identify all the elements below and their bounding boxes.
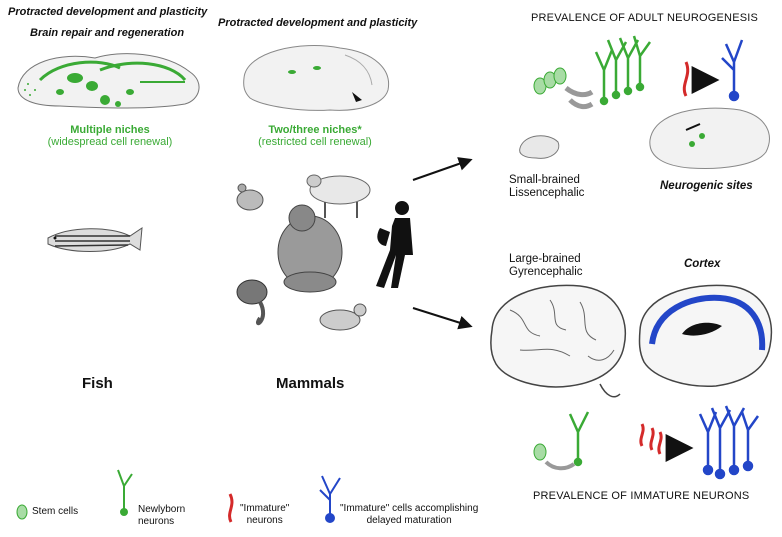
legend-immature-neuron-icon xyxy=(228,493,234,523)
marmoset-icon xyxy=(236,279,268,326)
mammal-brain-icon xyxy=(243,45,390,111)
legend-stem-cells: Stem cells xyxy=(32,506,79,517)
immature-neurons-title: PREVALENCE OF IMMATURE NEURONS xyxy=(533,490,750,502)
legend-newlyborn-line1: Newlyborn xyxy=(138,504,186,515)
arrow-to-small-brain xyxy=(412,157,473,181)
mammals-label: Mammals xyxy=(276,375,345,392)
mammal-niches-title: Two/three niches* xyxy=(268,124,362,136)
legend-immature-line2: neurons xyxy=(246,515,283,526)
cortex-brain-icon xyxy=(638,284,772,387)
arrow-to-large-brain xyxy=(412,307,473,330)
legend-newlyborn: Newlyborn neurons xyxy=(138,504,185,528)
cortex-label: Cortex xyxy=(684,258,721,270)
bottom-newlyborn-neuron-icon xyxy=(568,411,590,467)
blue-neuron-icon xyxy=(721,39,744,102)
legend-stem-cell-icon xyxy=(16,504,28,520)
gray-arrow-icon xyxy=(568,98,594,110)
neurogenic-sites-brain-icon xyxy=(649,107,770,169)
neurogenic-sites-label: Neurogenic sites xyxy=(660,180,753,192)
mouse-icon xyxy=(236,183,264,211)
small-brain-line1: Small-brained xyxy=(509,174,580,186)
legend-delayed-line2: delayed maturation xyxy=(366,515,452,526)
newlyborn-neurons-icon xyxy=(594,35,652,106)
large-brain-label: Large-brained Gyrencephalic xyxy=(509,253,583,279)
small-brain-icon xyxy=(519,135,560,159)
small-brain-label: Small-brained Lissencephalic xyxy=(509,174,584,200)
adult-neurogenesis-title: PREVALENCE OF ADULT NEUROGENESIS xyxy=(531,12,759,24)
bottom-immature-neurons-icon xyxy=(639,423,663,455)
chimpanzee-icon xyxy=(277,204,343,293)
immature-neuron-icon xyxy=(682,61,690,97)
legend-delayed-line1: "Immature" cells accomplishing xyxy=(340,503,479,514)
legend-newlyborn-line2: neurons xyxy=(138,516,175,527)
zebrafish-icon xyxy=(47,227,143,252)
mammal-heading: Protracted development and plasticity xyxy=(218,17,418,29)
legend-delayed-maturation-icon xyxy=(319,475,341,523)
bottom-matured-neurons-icon xyxy=(698,405,760,480)
fish-heading: Protracted development and plasticity xyxy=(8,6,208,18)
stem-cells-cluster-icon xyxy=(533,67,567,95)
legend-delayed: "Immature" cells accomplishing delayed m… xyxy=(340,503,478,527)
fish-brain-icon xyxy=(17,53,200,109)
large-brain-line1: Large-brained xyxy=(509,253,581,265)
legend-newlyborn-neuron-icon xyxy=(117,469,133,516)
legend-immature-line1: "Immature" xyxy=(240,503,290,514)
mammal-niches: Two/three niches* (restricted cell renew… xyxy=(235,124,395,148)
fish-subheading: Brain repair and regeneration xyxy=(30,27,185,39)
mammal-niches-sub: (restricted cell renewal) xyxy=(258,136,372,148)
large-brain-line2: Gyrencephalic xyxy=(509,266,583,278)
cat-icon xyxy=(319,303,367,331)
fish-niches-title: Multiple niches xyxy=(70,124,150,136)
fish-niches: Multiple niches (widespread cell renewal… xyxy=(30,124,190,148)
sheep-icon xyxy=(306,174,371,218)
bottom-stem-cell-icon xyxy=(533,443,576,471)
large-brain-icon xyxy=(490,284,626,398)
fish-niches-sub: (widespread cell renewal) xyxy=(47,136,173,148)
legend-immature: "Immature" neurons xyxy=(240,503,289,527)
human-silhouette-icon xyxy=(376,201,413,288)
small-brain-line2: Lissencephalic xyxy=(509,187,585,199)
fish-label: Fish xyxy=(82,375,113,392)
